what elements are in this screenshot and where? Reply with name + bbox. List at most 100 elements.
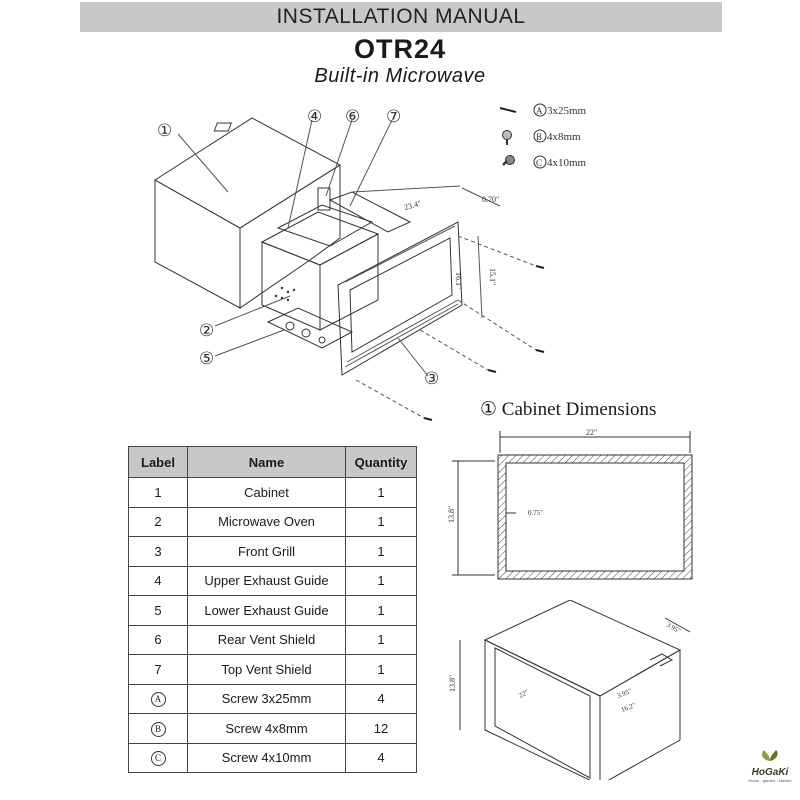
dim-16-1: 16.1" [454, 272, 463, 289]
screw-leaders [355, 235, 537, 419]
front-height-label: 13.8" [447, 506, 456, 523]
header-label: Label [128, 446, 188, 478]
row-name: Screw 3x25mm [187, 683, 346, 714]
table-row: 7 Top Vent Shield 1 [128, 654, 417, 685]
wall-thickness-label: 0.75" [528, 509, 543, 517]
front-grill [337, 221, 463, 376]
dim-23-4: 23.4" [403, 199, 422, 212]
header-name: Name [187, 446, 346, 478]
row-label: 7 [128, 654, 188, 685]
oven-side [319, 233, 379, 331]
brand-name: HoGaKi [751, 767, 789, 778]
screw-marks [423, 265, 545, 421]
callout-1: ① [157, 121, 172, 140]
iso-top [483, 600, 682, 697]
top-vent-shield [328, 191, 412, 233]
oven-vent-dots [274, 286, 296, 302]
row-qty: 4 [345, 683, 417, 714]
cabinet-side [239, 164, 341, 309]
front-width-label: 22" [586, 428, 597, 437]
iso-width-label: 22" [517, 688, 529, 699]
row-qty: 1 [345, 595, 417, 626]
cabinet-front [154, 179, 241, 309]
row-qty: 1 [345, 654, 417, 685]
product-subtitle: Built-in Microwave [314, 65, 486, 87]
row-qty: 1 [345, 565, 417, 596]
iso-front [484, 639, 601, 780]
iso-depth-label: 16.2" [620, 701, 637, 714]
table-row: A Screw 3x25mm 4 [128, 683, 417, 714]
callout-leaders [177, 119, 429, 377]
callout-2: ② [199, 321, 214, 340]
iso-inner [494, 647, 591, 779]
dim-15-1: 15.1" [488, 268, 497, 285]
table-row: 6 Rear Vent Shield 1 [128, 624, 417, 655]
row-qty: 1 [345, 624, 417, 655]
callout-3: ③ [424, 369, 439, 388]
row-label: 5 [128, 595, 188, 626]
screw-c-icon [502, 155, 515, 166]
iso-notch-label: 3.95" [665, 621, 682, 636]
table-row: 2 Microwave Oven 1 [128, 506, 417, 537]
cabinet-isometric: 13.8" 22" 3.95" 3.95" 16.2" [448, 600, 691, 780]
header-quantity: Quantity [345, 446, 417, 478]
row-label: C [128, 742, 188, 773]
model-title: OTR24 [353, 34, 447, 64]
row-label: B [128, 713, 188, 744]
callout-7: ⑦ [386, 107, 401, 126]
row-label: 3 [128, 536, 188, 567]
table-row: 5 Lower Exhaust Guide 1 [128, 595, 417, 626]
leaf-icon [762, 750, 778, 761]
dimension-lines [351, 185, 501, 319]
row-qty: 1 [345, 506, 417, 537]
table-row: 1 Cabinet 1 [128, 477, 417, 508]
brand-logo: HoGaKi Home - garden - kitchen [742, 748, 798, 783]
row-qty: 1 [345, 536, 417, 567]
row-label: 6 [128, 624, 188, 655]
callout-6: ⑥ [345, 107, 360, 126]
brand-tagline: Home - garden - kitchen [748, 778, 792, 783]
front-opening [505, 462, 685, 572]
row-name: Top Vent Shield [187, 654, 346, 685]
screw-a-icon [499, 107, 517, 113]
callout-4: ④ [307, 107, 322, 126]
row-label: 1 [128, 477, 188, 508]
row-label: 4 [128, 565, 188, 596]
screw-b-mark: B [536, 132, 542, 142]
circled-label: A [150, 692, 166, 708]
oven-body [261, 241, 321, 331]
screw-a-mark: A [536, 106, 543, 116]
cabinet-front-section: 22" 13.8" 0.75" [447, 428, 693, 580]
row-qty: 1 [345, 477, 417, 508]
row-label: 2 [128, 506, 188, 537]
oven-top [260, 211, 380, 266]
circled-label: C [150, 751, 166, 767]
screw-a-spec: 3x25mm [547, 105, 587, 117]
row-name: Rear Vent Shield [187, 624, 346, 655]
row-name: Screw 4x8mm [187, 713, 346, 744]
grill-slots [344, 225, 459, 368]
cabinet-dimensions-title: ① Cabinet Dimensions [480, 399, 657, 420]
rear-vent-shield [317, 187, 331, 211]
table-row: C Screw 4x10mm 4 [128, 742, 417, 773]
table-row: 3 Front Grill 1 [128, 536, 417, 567]
screw-c-spec: 4x10mm [547, 157, 587, 169]
row-name: Front Grill [187, 536, 346, 567]
callout-5: ⑤ [199, 349, 214, 368]
row-qty: 12 [345, 713, 417, 744]
table-header-row: Label Name Quantity [128, 446, 417, 478]
row-label: A [128, 683, 188, 714]
exploded-diagram: 23.4" 0.70" 15.1" 16.1" ① ④ ⑥ ⑦ ② ⑤ ③ A … [154, 103, 587, 421]
iso-side [599, 649, 681, 780]
row-name: Upper Exhaust Guide [187, 565, 346, 596]
parts-table: Label Name Quantity 1 Cabinet 1 2 Microw… [128, 446, 417, 773]
dim-0-70: 0.70" [482, 195, 499, 204]
iso-notch [649, 653, 674, 667]
row-name: Microwave Oven [187, 506, 346, 537]
row-qty: 4 [345, 742, 417, 773]
screw-b-spec: 4x8mm [547, 131, 581, 143]
row-name: Lower Exhaust Guide [187, 595, 346, 626]
manual-banner: INSTALLATION MANUAL [80, 2, 722, 32]
circled-label: B [150, 721, 166, 737]
table-row: 4 Upper Exhaust Guide 1 [128, 565, 417, 596]
